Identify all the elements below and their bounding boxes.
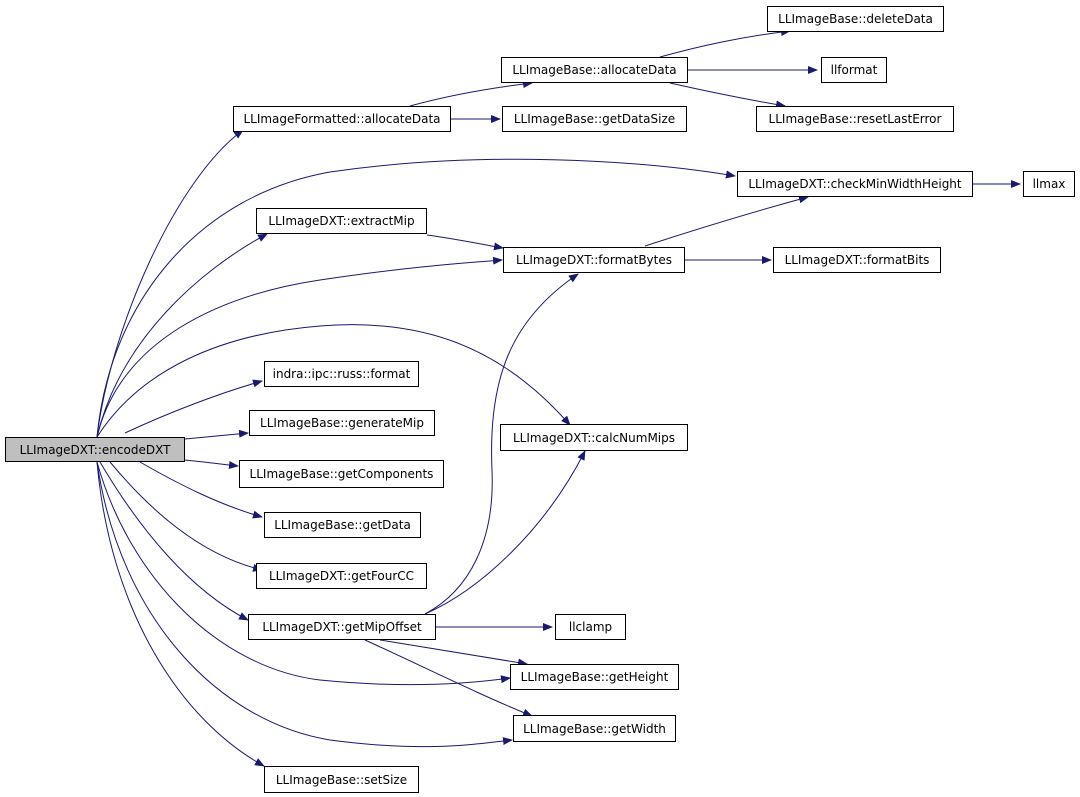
node-getheight[interactable]: LLImageBase::getHeight xyxy=(510,664,679,690)
node-getcomponents[interactable]: LLImageBase::getComponents xyxy=(239,460,444,488)
edge-encodedxt-to-getwidth xyxy=(96,461,513,748)
edge-encodedxt-to-formatbytes xyxy=(96,256,503,438)
node-setsize[interactable]: LLImageBase::setSize xyxy=(264,766,419,793)
node-calcnummips[interactable]: LLImageDXT::calcNumMips xyxy=(500,424,688,451)
node-llmax[interactable]: llmax xyxy=(1023,171,1075,197)
edge-getmipoffset-to-formatbytes xyxy=(424,273,579,615)
node-getdatasize[interactable]: LLImageBase::getDataSize xyxy=(502,106,687,132)
node-formatbytes[interactable]: LLImageDXT::formatBytes xyxy=(503,247,685,273)
node-extractmip[interactable]: LLImageDXT::extractMip xyxy=(256,208,427,234)
node-getwidth[interactable]: LLImageBase::getWidth xyxy=(513,715,676,742)
edge-encodedxt-to-getmipoffset xyxy=(99,461,249,621)
edge-base-allocatedata-to-deletedata xyxy=(659,28,791,58)
node-llformat[interactable]: llformat xyxy=(821,57,887,83)
edge-encodedxt-to-getcomponents xyxy=(184,459,239,469)
edge-encodedxt-to-extractmip xyxy=(96,233,268,438)
node-llclamp[interactable]: llclamp xyxy=(555,614,626,640)
node-formatbits[interactable]: LLImageDXT::formatBits xyxy=(773,247,941,273)
node-formatted-allocatedata[interactable]: LLImageFormatted::allocateData xyxy=(233,106,451,132)
edge-encodedxt-to-getheight xyxy=(96,461,511,686)
edge-encodedxt-to-generatemip xyxy=(184,429,249,440)
edge-formatted-allocatedata-to-base-allocatedata xyxy=(409,80,533,107)
node-checkminwidthheight[interactable]: LLImageDXT::checkMinWidthHeight xyxy=(737,171,973,197)
edge-encodedxt-to-formatted-allocatedata xyxy=(96,129,244,438)
edge-getmipoffset-to-calcnummips xyxy=(424,450,586,615)
node-generatemip[interactable]: LLImageBase::generateMip xyxy=(249,410,435,436)
edge-encodedxt-to-getfourcc xyxy=(109,461,263,572)
edge-encodedxt-to-getdata xyxy=(139,461,263,519)
node-getmipoffset[interactable]: LLImageDXT::getMipOffset xyxy=(248,614,436,640)
edge-base-allocatedata-to-resetlasterror xyxy=(669,82,786,109)
node-encodedxt[interactable]: LLImageDXT::encodeDXT xyxy=(5,437,185,462)
node-getdata[interactable]: LLImageBase::getData xyxy=(264,512,421,538)
edge-formatbytes-to-checkminwidthheight xyxy=(644,195,809,247)
edge-getmipoffset-to-getwidth xyxy=(364,639,533,717)
edge-encodedxt-to-calcnummips xyxy=(96,324,571,438)
node-base-allocatedata[interactable]: LLImageBase::allocateData xyxy=(501,57,688,83)
edge-getmipoffset-to-getheight xyxy=(379,639,528,667)
node-russ-format[interactable]: indra::ipc::russ::format xyxy=(264,361,419,387)
edge-encodedxt-to-checkminwidthheight xyxy=(96,158,736,438)
node-getfourcc[interactable]: LLImageDXT::getFourCC xyxy=(256,563,427,589)
edge-encodedxt-to-setsize xyxy=(96,461,265,767)
edge-extractmip-to-formatbytes xyxy=(426,234,504,251)
node-deletedata[interactable]: LLImageBase::deleteData xyxy=(767,6,944,32)
edge-encodedxt-to-russ-format xyxy=(124,379,263,434)
node-resetlasterror[interactable]: LLImageBase::resetLastError xyxy=(756,106,954,132)
